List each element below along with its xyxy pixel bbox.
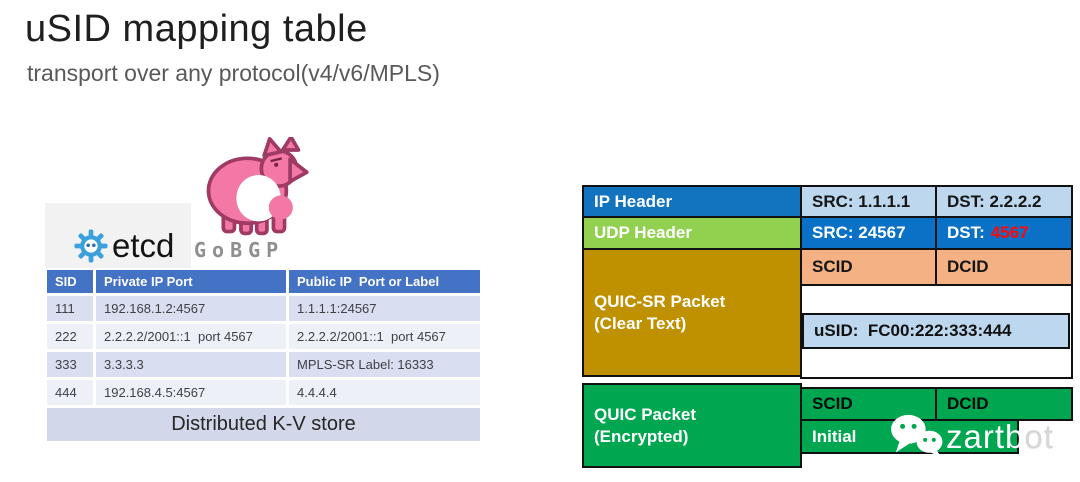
scid-cell-cleartext: SCID [800, 248, 937, 286]
etcd-wordmark: etcd [112, 227, 175, 264]
column-header-sid: SID [47, 270, 93, 293]
page-title: uSID mapping table [25, 8, 368, 50]
etcd-logo: etcd [74, 227, 174, 265]
quic-encrypted-label-line2: (Encrypted) [594, 426, 689, 446]
quic-encrypted-packet-box: QUIC Packet (Encrypted) [582, 383, 802, 468]
quic-encrypted-label-line1: QUIC Packet [594, 404, 697, 424]
ip-header-box: IP Header [582, 185, 802, 218]
usid-value-cell: uSID: FC00:222:333:444 [802, 313, 1070, 349]
table-cell: 444 [47, 380, 93, 405]
usid-mapping-table: SID Private IP Port Public IP Port or La… [47, 270, 480, 405]
table-cell: 4.4.4.4 [289, 380, 480, 405]
gobgp-wordmark: GoBGP [194, 238, 285, 262]
etcd-gear-icon [74, 229, 108, 263]
ip-dst-cell: DST: 2.2.2.2 [935, 185, 1073, 218]
gobgp-mascot-pig-icon [206, 137, 309, 236]
table-cell: 2.2.2.2/2001::1 port 4567 [289, 324, 480, 349]
udp-header-box: UDP Header [582, 216, 802, 250]
quic-sr-label-line2: (Clear Text) [594, 313, 687, 333]
watermark-brand-faded: ot [1024, 418, 1054, 455]
table-cell: 1.1.1.1:24567 [289, 296, 480, 321]
watermark-brand-on-green: zartb [946, 418, 1025, 455]
table-cell: 192.168.4.5:4567 [96, 380, 286, 405]
quic-sr-packet-box: QUIC-SR Packet (Clear Text) [582, 248, 802, 377]
table-caption-kv-store: Distributed K-V store [47, 408, 480, 441]
table-cell: 333 [47, 352, 93, 377]
page-subtitle: transport over any protocol(v4/v6/MPLS) [27, 60, 440, 86]
table-cell: MPLS-SR Label: 16333 [289, 352, 480, 377]
ip-src-cell: SRC: 1.1.1.1 [800, 185, 937, 218]
logo-strip-background [45, 203, 191, 268]
udp-dst-label: DST: [947, 223, 985, 242]
scid-cell-encrypted: SCID [800, 387, 937, 421]
udp-src-port-cell: SRC: 24567 [800, 216, 937, 250]
column-header-private: Private IP Port [96, 270, 286, 293]
table-cell: 111 [47, 296, 93, 321]
table-cell: 2.2.2.2/2001::1 port 4567 [96, 324, 286, 349]
udp-dst-value-highlight: 4567 [990, 223, 1029, 242]
dcid-cell-encrypted: DCID [935, 387, 1073, 421]
table-cell: 222 [47, 324, 93, 349]
wechat-icon [891, 414, 943, 459]
table-cell: 3.3.3.3 [96, 352, 286, 377]
watermark-brand: zartbot [946, 418, 1054, 456]
udp-dst-port-cell: DST: 4567 [935, 216, 1073, 250]
quic-sr-label-line1: QUIC-SR Packet [594, 291, 726, 311]
table-cell: 192.168.1.2:4567 [96, 296, 286, 321]
dcid-cell-cleartext: DCID [935, 248, 1073, 286]
column-header-public: Public IP Port or Label [289, 270, 480, 293]
